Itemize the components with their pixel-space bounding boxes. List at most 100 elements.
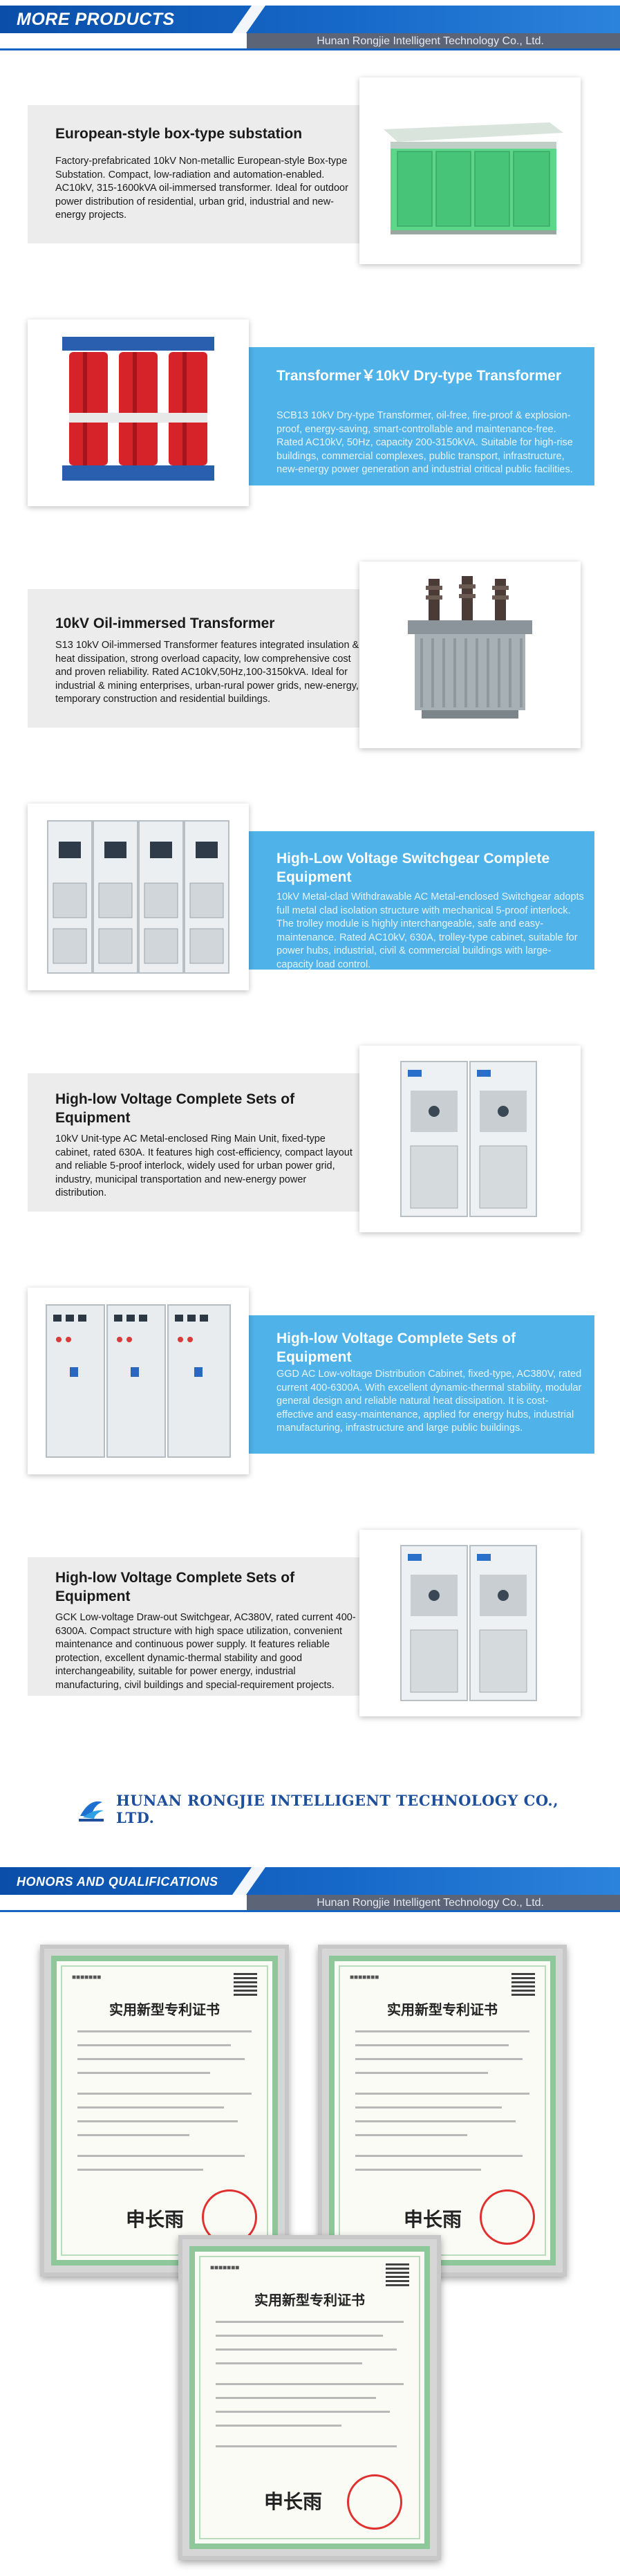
text-line bbox=[216, 2411, 390, 2413]
certificate-title: 实用新型专利证书 bbox=[109, 2001, 220, 2018]
certificate-title: 实用新型专利证书 bbox=[387, 2001, 498, 2018]
text-line bbox=[77, 2072, 210, 2074]
product-image-ring-main-unit bbox=[359, 1046, 581, 1232]
text-line bbox=[216, 2321, 404, 2323]
product-title: European-style box-type substation bbox=[55, 126, 303, 142]
text-line bbox=[77, 2106, 224, 2109]
header-blue-bar bbox=[0, 6, 620, 33]
product-title: High-low Voltage Complete Sets of Equipm… bbox=[55, 1570, 295, 1604]
text-line bbox=[216, 2425, 341, 2427]
product-card-gck-switchgear[interactable]: High-low Voltage Complete Sets of Equipm… bbox=[28, 1530, 594, 1758]
text-line bbox=[216, 2397, 376, 2399]
product-title: High-low Voltage Complete Sets of Equipm… bbox=[276, 1331, 516, 1365]
header-underline bbox=[0, 48, 620, 50]
ring-main-unit-icon bbox=[400, 1061, 537, 1217]
product-image-dry-transformer bbox=[28, 319, 249, 506]
brand-name: HUNAN RONGJIE INTELLIGENT TECHNOLOGY CO.… bbox=[116, 1792, 559, 1826]
text-line bbox=[77, 2155, 245, 2157]
certificate-signature: 申长雨 bbox=[404, 2208, 462, 2231]
text-line bbox=[77, 2169, 203, 2171]
text-line bbox=[355, 2030, 529, 2032]
product-image-gck-switchgear bbox=[359, 1530, 581, 1716]
certificate-number-line: ■■■■■■■ bbox=[72, 1974, 102, 1981]
text-line bbox=[77, 2134, 189, 2136]
product-desc: 10kV Metal-clad Withdrawable AC Metal-en… bbox=[276, 891, 584, 970]
text-line bbox=[355, 2106, 502, 2109]
certificate-1[interactable]: ■■■■■■■ 实用新型专利证书 申长雨 bbox=[40, 1945, 289, 2277]
header-grey-bar bbox=[247, 33, 620, 50]
certificate-border: ■■■■■■■ 实用新型专利证书 申长雨 bbox=[189, 2246, 430, 2549]
product-image-box-substation bbox=[359, 77, 581, 264]
qr-code-icon bbox=[234, 1972, 257, 1996]
text-line bbox=[355, 2072, 488, 2074]
product-desc: GGD AC Low-voltage Distribution Cabinet,… bbox=[276, 1369, 582, 1434]
product-desc: Factory-prefabricated 10kV Non-metallic … bbox=[55, 156, 348, 221]
certificate-3[interactable]: ■■■■■■■ 实用新型专利证书 申长雨 bbox=[178, 2235, 441, 2560]
box-substation-icon bbox=[384, 122, 563, 234]
product-title: High-low Voltage Complete Sets of Equipm… bbox=[55, 1091, 295, 1126]
switchgear-icon bbox=[47, 820, 229, 974]
product-card-switchgear[interactable]: High-Low Voltage Switchgear Complete Equ… bbox=[28, 804, 594, 1032]
certificate-signature: 申长雨 bbox=[264, 2490, 323, 2513]
certificate-2[interactable]: ■■■■■■■ 实用新型专利证书 申长雨 bbox=[318, 1945, 567, 2277]
product-title: 10kV Oil-immersed Transformer bbox=[55, 615, 275, 631]
header-blue-bar bbox=[0, 1867, 620, 1895]
product-desc: 10kV Unit-type AC Metal-enclosed Ring Ma… bbox=[55, 1133, 353, 1198]
red-seal-icon bbox=[347, 2474, 402, 2530]
products-header: MORE PRODUCTS Hunan Rongjie Intelligent … bbox=[0, 6, 620, 50]
certificate-signature: 申长雨 bbox=[126, 2208, 185, 2231]
oil-transformer-icon bbox=[408, 576, 532, 719]
text-line bbox=[216, 2335, 383, 2337]
certificate-inner-border bbox=[199, 2256, 420, 2539]
certificate-number-line: ■■■■■■■ bbox=[350, 1974, 379, 1981]
product-image-ggd-cabinet bbox=[28, 1288, 249, 1474]
section-title: MORE PRODUCTS bbox=[17, 10, 175, 29]
product-card-ggd-cabinet[interactable]: High-low Voltage Complete Sets of Equipm… bbox=[28, 1288, 594, 1516]
gck-switchgear-icon bbox=[400, 1545, 537, 1701]
company-name: Hunan Rongjie Intelligent Technology Co.… bbox=[317, 35, 544, 47]
certificate-border: ■■■■■■■ 实用新型专利证书 申长雨 bbox=[329, 1956, 556, 2265]
product-desc: S13 10kV Oil-immersed Transformer featur… bbox=[55, 640, 359, 705]
ggd-cabinet-icon bbox=[46, 1304, 231, 1458]
header-underline bbox=[0, 1910, 620, 1912]
certificate-inner-border bbox=[61, 1965, 268, 2256]
qr-code-icon bbox=[511, 1972, 535, 1996]
text-line bbox=[77, 2030, 252, 2032]
product-card-box-substation[interactable]: European-style box-type substation Facto… bbox=[28, 77, 594, 306]
product-card-dry-transformer[interactable]: Transformer￥10kV Dry-type Transformer SC… bbox=[28, 319, 594, 548]
product-card-oil-transformer[interactable]: 10kV Oil-immersed Transformer S13 10kV O… bbox=[28, 562, 594, 790]
company-logo-icon bbox=[76, 1795, 106, 1823]
dry-transformer-icon bbox=[62, 337, 214, 481]
text-line bbox=[77, 2058, 245, 2060]
text-line bbox=[355, 2058, 523, 2060]
product-desc: GCK Low-voltage Draw-out Switchgear, AC3… bbox=[55, 1612, 356, 1691]
qr-code-icon bbox=[386, 2263, 409, 2286]
text-line bbox=[77, 2120, 238, 2122]
certificate-title: 实用新型专利证书 bbox=[254, 2292, 365, 2308]
product-title: High-Low Voltage Switchgear Complete Equ… bbox=[276, 851, 550, 885]
product-card-ring-main-unit[interactable]: High-low Voltage Complete Sets of Equipm… bbox=[28, 1046, 594, 1274]
certificate-inner-border bbox=[339, 1965, 546, 2256]
certificate-border: ■■■■■■■ 实用新型专利证书 申长雨 bbox=[51, 1956, 278, 2265]
text-line bbox=[355, 2155, 523, 2157]
product-title: Transformer￥10kV Dry-type Transformer bbox=[276, 368, 561, 384]
header-grey-bar bbox=[247, 1895, 620, 1911]
certificate-number-line: ■■■■■■■ bbox=[210, 2264, 240, 2272]
product-image-switchgear bbox=[28, 804, 249, 990]
text-line bbox=[216, 2445, 397, 2447]
section-title: HONORS AND QUALIFICATIONS bbox=[17, 1875, 218, 1889]
product-image-oil-transformer bbox=[359, 562, 581, 748]
text-line bbox=[355, 2120, 516, 2122]
text-line bbox=[355, 2169, 481, 2171]
text-line bbox=[77, 2044, 231, 2046]
company-name: Hunan Rongjie Intelligent Technology Co.… bbox=[317, 1897, 544, 1909]
text-line bbox=[355, 2134, 467, 2136]
honors-header: HONORS AND QUALIFICATIONS Hunan Rongjie … bbox=[0, 1867, 620, 1912]
text-line bbox=[355, 2093, 529, 2095]
product-desc: SCB13 10kV Dry-type Transformer, oil-fre… bbox=[276, 410, 573, 475]
text-line bbox=[216, 2383, 404, 2385]
text-line bbox=[77, 2093, 252, 2095]
text-line bbox=[355, 2044, 509, 2046]
red-seal-icon bbox=[480, 2189, 535, 2245]
text-line bbox=[216, 2362, 362, 2364]
